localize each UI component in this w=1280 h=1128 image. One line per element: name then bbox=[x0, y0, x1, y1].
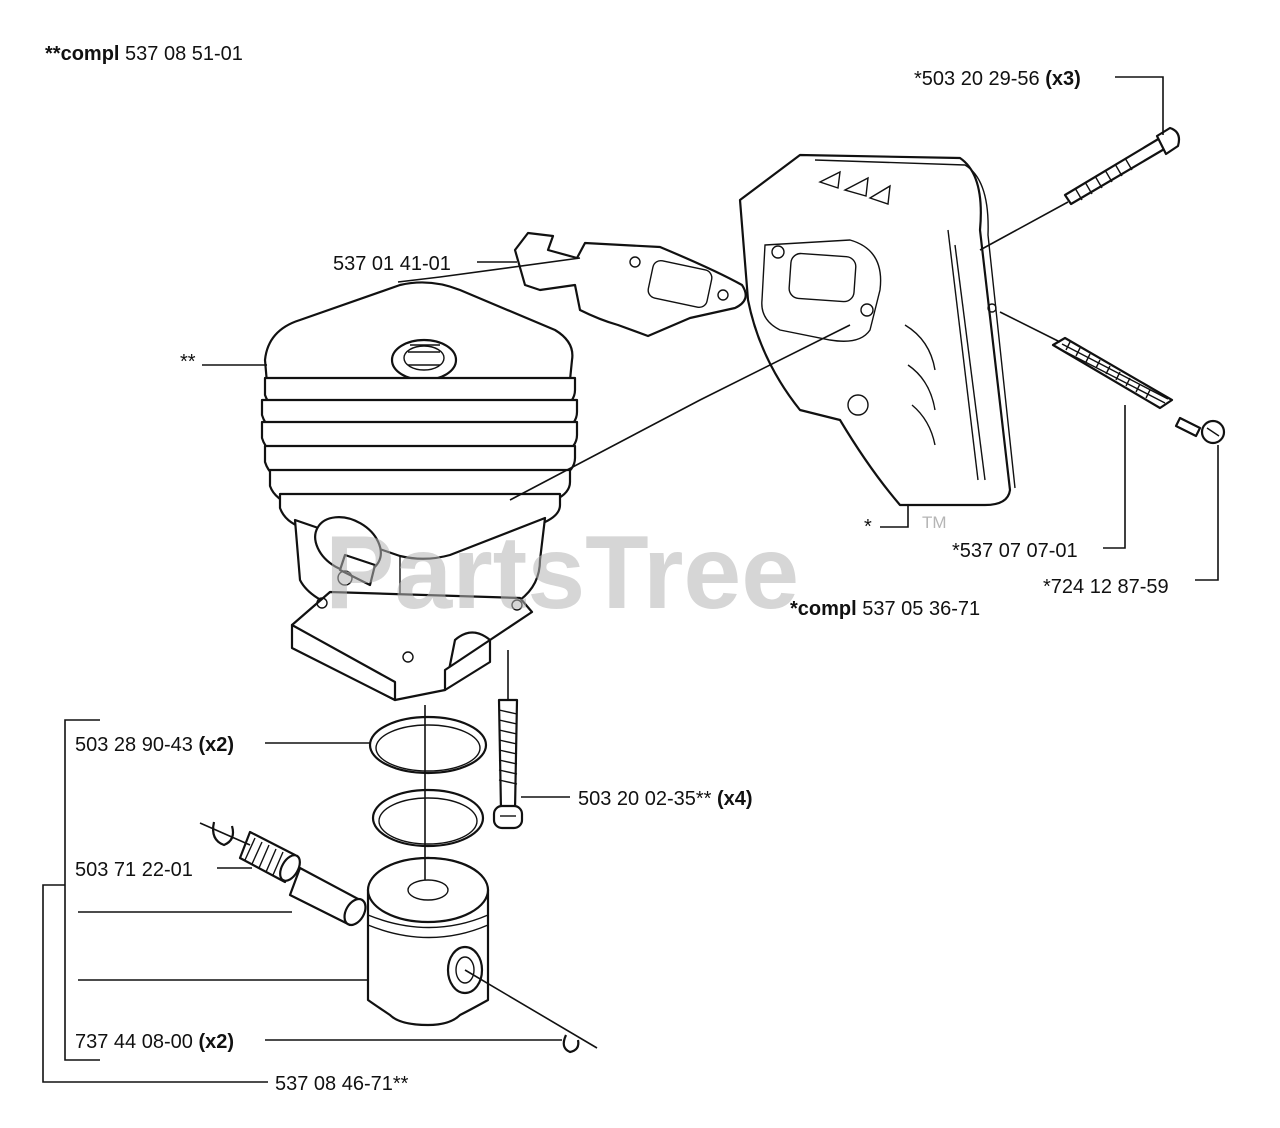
circlip-label: 737 44 08-00 (x2) bbox=[75, 1031, 234, 1053]
muffler-mark: * bbox=[864, 516, 872, 538]
muffler-screw-qty: (x3) bbox=[1045, 68, 1081, 90]
screen-label: *537 07 07-01 bbox=[952, 540, 1078, 562]
cylinder bbox=[260, 281, 579, 702]
base-screw bbox=[492, 698, 524, 830]
muffler bbox=[738, 153, 1016, 507]
circlip-number: 737 44 08-00 bbox=[75, 1031, 193, 1053]
base-screw-number: 503 20 02-35** bbox=[578, 788, 712, 810]
muffler-screw-label: *503 20 29-56 (x3) bbox=[914, 68, 1081, 90]
assembly-lines bbox=[199, 201, 1069, 1049]
needle-bearing bbox=[238, 830, 301, 884]
base-screw-label: 503 20 02-35** (x4) bbox=[578, 788, 753, 810]
cylinder-kit-label: **compl 537 08 51-01 bbox=[45, 43, 243, 65]
watermark-trademark: TM bbox=[922, 513, 947, 532]
muffler-kit-label: *compl 537 05 36-71 bbox=[790, 598, 980, 620]
muffler-screw-number: *503 20 29-56 bbox=[914, 68, 1040, 90]
piston bbox=[366, 856, 490, 1027]
circlip-qty: (x2) bbox=[198, 1031, 234, 1053]
gasket-label: 537 01 41-01 bbox=[333, 253, 451, 275]
piston-ring-label: 503 28 90-43 (x2) bbox=[75, 734, 234, 756]
screen-screw bbox=[1174, 416, 1226, 445]
cylinder-mark: ** bbox=[180, 351, 196, 373]
leader-lines bbox=[42, 76, 1219, 1083]
muffler-gasket bbox=[513, 231, 747, 338]
piston-rings bbox=[368, 715, 488, 848]
spark-arrestor-screen bbox=[1051, 336, 1174, 410]
needle-bearing-label: 503 71 22-01 bbox=[75, 859, 193, 881]
circlip-lower bbox=[562, 1034, 580, 1054]
piston-kit-label: 537 08 46-71** bbox=[275, 1073, 409, 1095]
piston-ring-number: 503 28 90-43 bbox=[75, 734, 193, 756]
base-screw-qty: (x4) bbox=[717, 788, 753, 810]
muffler-kit-number: 537 05 36-71 bbox=[862, 598, 980, 620]
cylinder-kit-number: 537 08 51-01 bbox=[125, 43, 243, 65]
cylinder-kit-prefix: **compl bbox=[45, 43, 119, 65]
muffler-screw bbox=[1063, 126, 1181, 206]
small-screw-label: *724 12 87-59 bbox=[1043, 576, 1169, 598]
piston-ring-qty: (x2) bbox=[198, 734, 234, 756]
piston-pin bbox=[288, 866, 367, 927]
watermark-text: PartsTree bbox=[325, 515, 799, 631]
muffler-kit-prefix: *compl bbox=[790, 598, 857, 620]
